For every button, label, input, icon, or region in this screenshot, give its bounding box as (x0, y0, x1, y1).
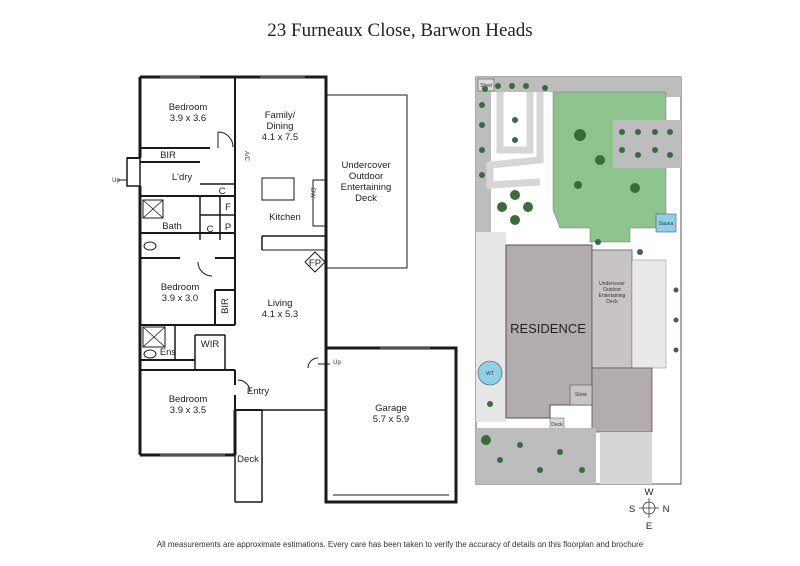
site-deck-label: Deck (551, 422, 563, 428)
room-bedroom2-name: Bedroom (161, 282, 200, 293)
room-bir2: BIR (220, 298, 231, 314)
room-bedroom2-size: 3.9 x 3.0 (162, 293, 198, 304)
site-deck-line4: Deck (606, 299, 618, 305)
room-family-name2: Dining (267, 121, 294, 132)
compass-w: W (645, 487, 654, 498)
room-bedroom1-name: Bedroom (169, 102, 208, 113)
site-plan: Shed Sauna RESIDENCE Undercover Outdoor … (475, 76, 682, 485)
room-garage-size: 5.7 x 5.9 (373, 414, 409, 425)
floor-plan-labels: Bedroom 3.9 x 3.6 Family/ Dining 4.1 x 7… (112, 102, 409, 465)
room-bath: Bath (162, 221, 182, 232)
site-residence-label: RESIDENCE (510, 321, 586, 336)
site-water-tank-label: WT (486, 371, 494, 377)
compass: W S N E (629, 487, 670, 532)
disclaimer: All measurements are approximate estimat… (156, 540, 644, 549)
compass-s: S (629, 504, 635, 515)
room-f: F (225, 202, 231, 213)
deck-outdoor-line2: Outdoor (349, 171, 383, 182)
fireplace-label: FP (309, 258, 321, 269)
room-garage-name: Garage (375, 403, 407, 414)
room-living-name: Living (268, 298, 293, 309)
room-wir: WIR (201, 339, 220, 350)
room-c1: C (219, 186, 226, 197)
site-deck-line1: Undercover (599, 281, 625, 287)
up-label-2: Up (333, 360, 341, 366)
room-entry: Entry (247, 386, 269, 397)
room-dw: DW (309, 188, 315, 198)
site-store-label: Store (575, 392, 587, 398)
site-deck-line2: Outdoor (603, 287, 621, 293)
page-title: 23 Furneaux Close, Barwon Heads (267, 20, 533, 41)
room-deck: Deck (237, 454, 259, 465)
site-sauna-label: Sauna (659, 221, 674, 227)
room-ens: Ens (160, 347, 177, 358)
room-bir1: BIR (160, 150, 176, 161)
deck-outdoor-line4: Deck (355, 193, 377, 204)
room-ldry: L'dry (172, 172, 193, 183)
floor-plan-walls (118, 75, 458, 504)
room-bedroom3-name: Bedroom (169, 394, 208, 405)
room-p: P (225, 222, 231, 233)
site-shed-label: Shed (480, 83, 492, 89)
room-c2: C (207, 224, 214, 235)
deck-outdoor-line1: Undercover (341, 160, 390, 171)
room-family-name: Family/ (265, 110, 296, 121)
deck-outdoor-line3: Entertaining (341, 182, 392, 193)
site-deck-line3: Entertaining (599, 293, 626, 299)
room-bedroom1-size: 3.9 x 3.6 (170, 113, 206, 124)
compass-e: E (646, 521, 652, 532)
room-ac: A/C (243, 151, 249, 162)
compass-n: N (663, 504, 670, 515)
room-bedroom3-size: 3.9 x 3.5 (170, 405, 206, 416)
room-living-size: 4.1 x 5.3 (262, 309, 298, 320)
up-label-1: Up (112, 178, 120, 184)
room-kitchen: Kitchen (269, 212, 301, 223)
room-family-size: 4.1 x 7.5 (262, 132, 298, 143)
